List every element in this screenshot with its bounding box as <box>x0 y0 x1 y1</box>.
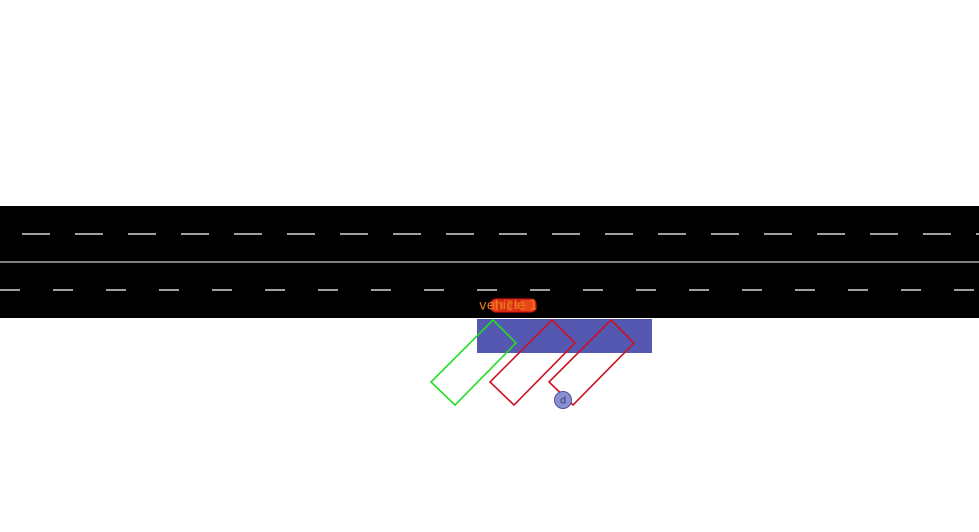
vehicle-label: vehicle 1 <box>479 299 538 314</box>
parking-slot-occupied <box>547 318 636 407</box>
parking-slot-occupied <box>488 318 577 407</box>
parking-zone <box>477 319 652 353</box>
vehicle: vehicle 1 <box>479 298 538 314</box>
vehicle-window <box>512 300 521 311</box>
vehicle-window <box>498 300 507 311</box>
goal-marker: d <box>554 391 572 409</box>
parking-slot-target <box>429 318 518 407</box>
goal-marker-circle <box>554 391 572 409</box>
goal-marker-label: d <box>560 396 566 407</box>
